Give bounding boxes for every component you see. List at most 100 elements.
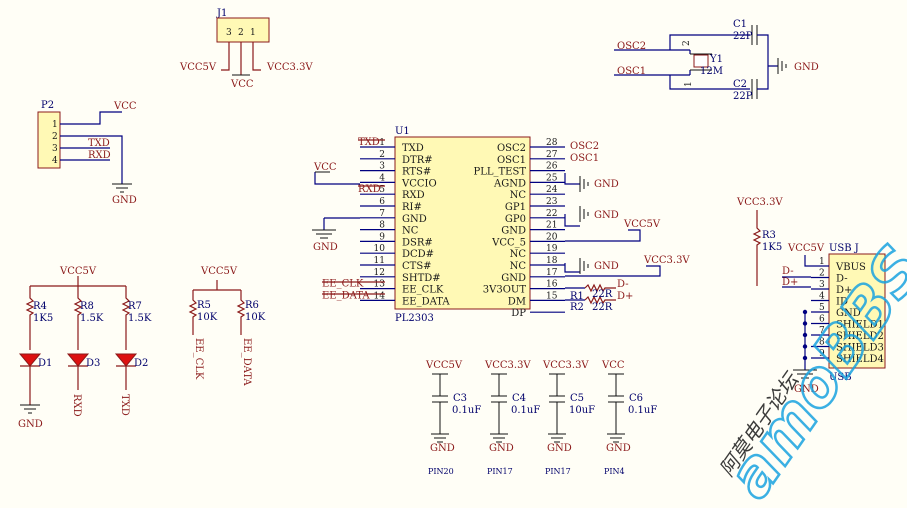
r7-val: 1.5K xyxy=(128,313,152,324)
u1-pin-name: GND xyxy=(501,226,526,237)
ee-net-vcc5v: VCC5V xyxy=(200,266,238,277)
y1-pin-2: 2 xyxy=(682,40,692,46)
u1-pin-num: 14 xyxy=(374,291,386,301)
r1-ref: R1 xyxy=(570,291,584,302)
u1-pin-name: VCC_5 xyxy=(491,237,526,248)
u1-pin-name: DSR# xyxy=(402,237,433,248)
p2-pin-4: 4 xyxy=(52,156,58,166)
j1-net-vcc33: VCC3.3V xyxy=(266,62,313,73)
u1-net-vcc5v: VCC5V xyxy=(623,219,661,230)
crystal-net-osc2: OSC2 xyxy=(617,41,646,52)
j1-pin-2: 2 xyxy=(238,28,244,38)
u1-body xyxy=(394,136,531,310)
r6-ref: R6 xyxy=(245,300,259,311)
u1-pin-name: TXD xyxy=(402,143,424,154)
r2-ref: R2 xyxy=(570,302,584,313)
y1-body xyxy=(693,54,709,68)
ee-net-data: EE_DATA xyxy=(241,338,252,386)
cap-net: VCC5V xyxy=(425,360,463,371)
led-net-txd: TXD xyxy=(119,394,130,416)
watermark: amoBBS 阿莫电子论坛 xyxy=(711,231,907,508)
led-net-rxd: RXD xyxy=(71,394,82,417)
u1-pin-name: DTR# xyxy=(402,155,433,166)
u1-pin-num: 8 xyxy=(379,221,385,231)
u1-pin-net: TXD xyxy=(358,137,380,148)
c1-val: 22P xyxy=(733,31,753,42)
u1-pin-name: NC xyxy=(402,226,419,237)
u1-pin-num: 21 xyxy=(546,221,557,231)
u1-pin-name: RTS# xyxy=(402,167,431,178)
u1-net-gnd-right-2: GND xyxy=(594,210,619,221)
u1-pin-num: 16 xyxy=(546,280,558,290)
r4-ref: R4 xyxy=(33,301,47,312)
led-net-vcc5v: VCC5V xyxy=(59,266,97,277)
u1-pin-num: 15 xyxy=(546,291,558,301)
u1-pin-net: EE_CLK xyxy=(322,279,364,290)
u1-ref: U1 xyxy=(395,126,410,137)
r2-val: 22R xyxy=(592,302,613,313)
usb-pin-name: GND xyxy=(836,308,861,319)
u1-pin-num: 10 xyxy=(374,244,386,254)
r5-ref: R5 xyxy=(197,300,211,311)
series-net-dp: D+ xyxy=(617,291,633,302)
d3-ref: D3 xyxy=(86,358,100,369)
u1-pin-num: 23 xyxy=(546,197,558,207)
u1-pin-net: OSC1 xyxy=(570,153,599,164)
r7-ref: R7 xyxy=(128,301,142,312)
series-resistors: R1 22R R2 22R D- D+ xyxy=(565,279,633,313)
usb-net-dm: D- xyxy=(782,266,794,277)
u1-pin-name: RI# xyxy=(402,202,422,213)
p2-net-gnd: GND xyxy=(112,195,137,206)
r5-val: 10K xyxy=(197,312,218,323)
u1-pin-name: RXD xyxy=(402,190,425,201)
u1-net-gnd: GND xyxy=(313,242,338,253)
usb-ref: USB J xyxy=(829,243,859,254)
usb-pin-name: D+ xyxy=(836,285,852,296)
usb-pin-num: 7 xyxy=(819,326,825,336)
u1-pin-num: 1 xyxy=(379,138,385,148)
u1-pin-num: 20 xyxy=(546,232,558,242)
usb-pin-num: 6 xyxy=(819,315,825,325)
y1-val: 12M xyxy=(700,66,723,77)
usb-pin-name: SHIELD1 xyxy=(836,320,884,331)
cap-gnd: GND xyxy=(430,443,455,454)
u1-pin-name: GND xyxy=(501,273,526,284)
crystal-net-gnd: GND xyxy=(794,62,819,73)
led-circuit: VCC5V R4 1K5 R8 1.5K R7 1.5K D1 D3 D2 GN… xyxy=(18,266,152,430)
usb-pin-num: 1 xyxy=(819,257,825,267)
u1-pin-num: 12 xyxy=(374,268,385,278)
u1-net-vcc33: VCC3.3V xyxy=(643,255,690,266)
u1-net-gnd-right-3: GND xyxy=(594,261,619,272)
u1-pin-num: 2 xyxy=(379,150,385,160)
cap-net: VCC xyxy=(601,360,625,371)
u1-pin-name: GP0 xyxy=(505,214,526,225)
u1-pin-name: DM xyxy=(508,296,526,307)
j1-pin-1: 1 xyxy=(250,28,256,38)
cap-val: 0.1uF xyxy=(511,405,540,416)
r3-ref: R3 xyxy=(762,230,776,241)
usb-pin-num: 4 xyxy=(819,292,825,302)
usb-pin-num: 3 xyxy=(819,280,825,290)
decoupling-caps: VCC5VC30.1uFGNDPIN20VCC3.3VC40.1uFGNDPIN… xyxy=(425,360,657,476)
r3-val: 1K5 xyxy=(762,242,782,253)
d1-ref: D1 xyxy=(38,358,52,369)
usb-net-vcc33: VCC3.3V xyxy=(736,197,783,208)
r8-ref: R8 xyxy=(80,301,94,312)
r4-val: 1K5 xyxy=(33,313,53,324)
u1-pin-name: CTS# xyxy=(402,261,432,272)
u1-pin-num: 17 xyxy=(546,268,558,278)
usb-pin-num: 2 xyxy=(819,269,825,279)
j1-pin-3: 3 xyxy=(226,28,232,38)
u1-pin-num: 22 xyxy=(546,209,557,219)
cap-val: 0.1uF xyxy=(452,405,481,416)
u1-pin-name: 3V3OUT xyxy=(483,285,527,296)
u1-pin-name: GND xyxy=(402,214,427,225)
u1-pin-num: 25 xyxy=(546,173,558,183)
u1-pin-num: 26 xyxy=(546,162,558,172)
u1-part: PL2303 xyxy=(395,313,434,324)
